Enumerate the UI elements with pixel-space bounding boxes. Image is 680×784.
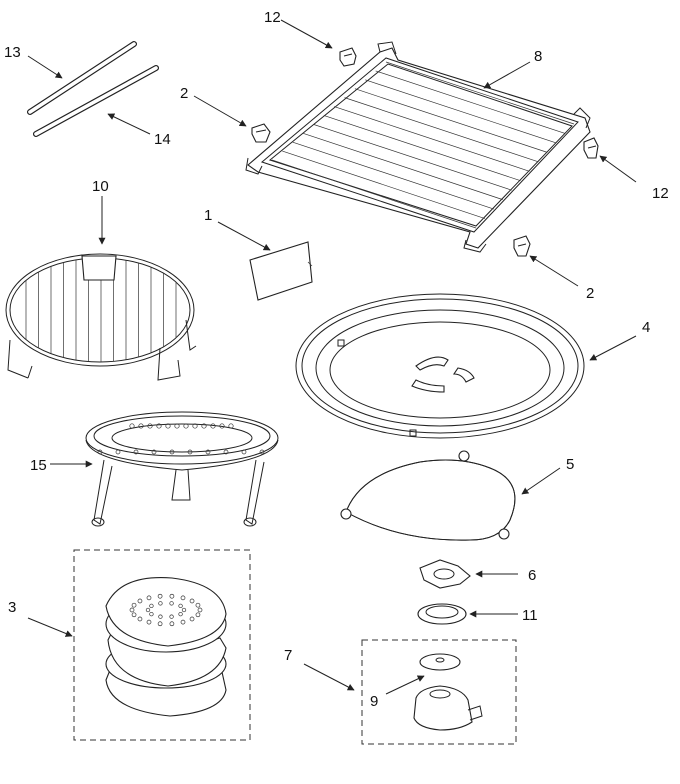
- rack-wire: [292, 141, 494, 210]
- grill-hole: [187, 449, 193, 455]
- grill-hole: [210, 423, 216, 429]
- lid-vent-hole: [178, 611, 183, 617]
- kit-box-part-3: [73, 549, 251, 741]
- lid-vent-hole: [181, 607, 187, 613]
- callout-7: 7: [284, 647, 292, 664]
- lid-vent-hole: [195, 612, 201, 618]
- grill-hole: [223, 449, 229, 455]
- lid-vent-hole: [195, 602, 201, 608]
- turntable-tray-part-4: [295, 293, 585, 439]
- lid-vent-hole: [129, 607, 135, 613]
- callout-9: 9: [370, 693, 378, 710]
- cover-plate-part-1: [249, 241, 313, 301]
- grill-hole: [183, 423, 189, 429]
- grill-hole: [259, 449, 265, 455]
- lid-vent-hole: [149, 603, 154, 609]
- grill-hole: [147, 423, 153, 429]
- grill-hole: [115, 449, 121, 455]
- rack-wire: [385, 61, 575, 125]
- clip-part-2-right: [513, 235, 531, 257]
- lid-vent-hole: [169, 593, 175, 599]
- kit-box-part-7: [361, 639, 517, 745]
- callout-5: 5: [566, 456, 574, 473]
- grill-hole: [205, 449, 211, 455]
- callout-2-left: 2: [180, 85, 188, 102]
- lid-vent-hole: [169, 614, 174, 619]
- lid-vent-hole: [197, 607, 203, 613]
- lid-vent-hole: [146, 595, 152, 601]
- callout-12-right: 12: [652, 185, 669, 202]
- lid-vent-hole: [169, 601, 174, 606]
- clip-part-2-left: [251, 123, 271, 143]
- grill-hole: [129, 423, 135, 429]
- wire-shelf-rack-part-8: [245, 41, 591, 253]
- lid-vent-hole: [178, 603, 183, 609]
- callout-2-right: 2: [586, 285, 594, 302]
- grill-hole: [151, 449, 157, 455]
- grill-hole: [219, 423, 225, 429]
- coupler-part-6: [419, 559, 471, 589]
- round-wire-rack-part-10: [5, 253, 197, 381]
- motor-assembly-part-9: [413, 653, 483, 731]
- lid-vent-hole: [180, 619, 186, 625]
- lid-vent-hole: [146, 619, 152, 625]
- rod-part-14: [33, 65, 159, 137]
- lid-vent-hole: [180, 595, 186, 601]
- callout-1: 1: [204, 207, 212, 224]
- rack-wire: [323, 115, 521, 182]
- grill-hole: [241, 449, 247, 455]
- rack-wire: [282, 150, 486, 219]
- callout-6: 6: [528, 567, 536, 584]
- callout-3: 3: [8, 599, 16, 616]
- rack-wire: [365, 79, 557, 144]
- callout-labels: 12 8 13 2 14 12 10 1 2 4 15 5 6 3 11 7 9: [4, 9, 669, 710]
- callout-15: 15: [30, 457, 47, 474]
- callout-14: 14: [154, 131, 171, 148]
- grill-stand-part-15: [85, 411, 279, 527]
- clip-part-12-top: [339, 47, 357, 67]
- callout-4: 4: [642, 319, 650, 336]
- lid-vent-hole: [189, 616, 195, 622]
- callout-8: 8: [534, 48, 542, 65]
- grill-hole: [156, 423, 162, 429]
- rack-wire: [271, 159, 477, 229]
- rack-wire: [344, 97, 539, 163]
- grill-hole: [192, 423, 198, 429]
- grill-hole: [133, 449, 139, 455]
- rack-wire: [375, 70, 566, 134]
- ring-part-11: [417, 603, 467, 625]
- lid-vent-hole: [137, 616, 143, 622]
- rod-part-13: [27, 41, 137, 115]
- grill-hole: [201, 423, 207, 429]
- lid-vent-hole: [131, 602, 137, 608]
- rack-wire: [302, 132, 503, 200]
- callout-13: 13: [4, 44, 21, 61]
- grill-hole: [165, 423, 171, 429]
- leader-lines: [27, 19, 637, 695]
- grill-hole: [228, 423, 234, 429]
- lid-vent-hole: [169, 621, 175, 627]
- rack-wire: [334, 106, 530, 172]
- lid-vent-hole: [131, 612, 137, 618]
- grill-hole: [169, 449, 175, 455]
- lid-vent-hole: [149, 611, 154, 617]
- callout-11: 11: [522, 607, 538, 624]
- lid-vent-hole: [145, 607, 151, 613]
- callout-10: 10: [92, 178, 109, 195]
- lid-vent-hole: [189, 598, 195, 604]
- rack-wire: [313, 124, 512, 191]
- callout-12-top: 12: [264, 9, 281, 26]
- lid-vent-hole: [158, 614, 163, 619]
- grill-hole: [138, 423, 144, 429]
- roller-ring-part-5: [340, 450, 516, 541]
- clip-part-12-right: [583, 137, 599, 159]
- lid-vent-hole: [157, 593, 163, 599]
- lid-vent-hole: [157, 621, 163, 627]
- lid-vent-hole: [158, 601, 163, 606]
- grill-hole: [174, 423, 180, 429]
- cookware-set-part-3: [105, 577, 227, 717]
- lid-vent-hole: [137, 598, 143, 604]
- rack-wire: [354, 88, 548, 153]
